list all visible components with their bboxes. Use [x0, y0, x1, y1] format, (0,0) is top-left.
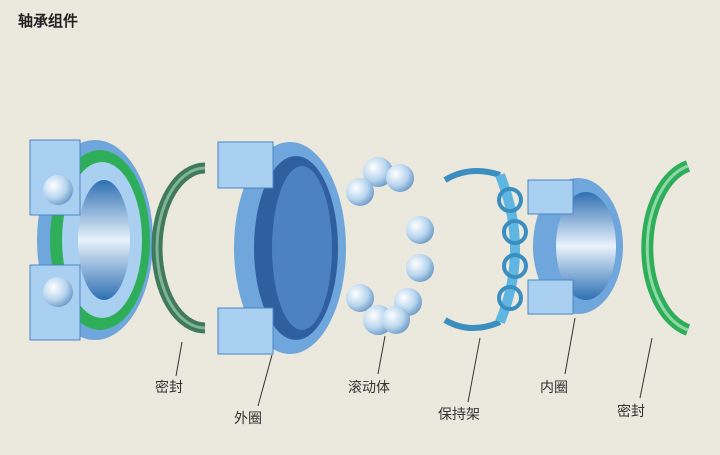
rolling-elements: [346, 157, 434, 335]
cage: [443, 168, 528, 331]
label-rolling-elements: 滚动体: [348, 380, 390, 396]
leader-lines: [175, 317, 653, 407]
assembled-bearing: [29, 139, 153, 341]
label-seal-right: 密封: [617, 404, 645, 420]
label-inner-ring: 内圈: [540, 380, 568, 396]
seal-left: [151, 162, 206, 334]
seal-right: [641, 160, 691, 336]
label-outer-ring: 外圈: [234, 411, 262, 427]
page-title: 轴承组件: [18, 12, 79, 30]
inner-ring: [527, 178, 623, 315]
label-seal-left: 密封: [155, 380, 183, 396]
label-cage: 保持架: [438, 407, 480, 423]
outer-ring: [217, 141, 346, 355]
